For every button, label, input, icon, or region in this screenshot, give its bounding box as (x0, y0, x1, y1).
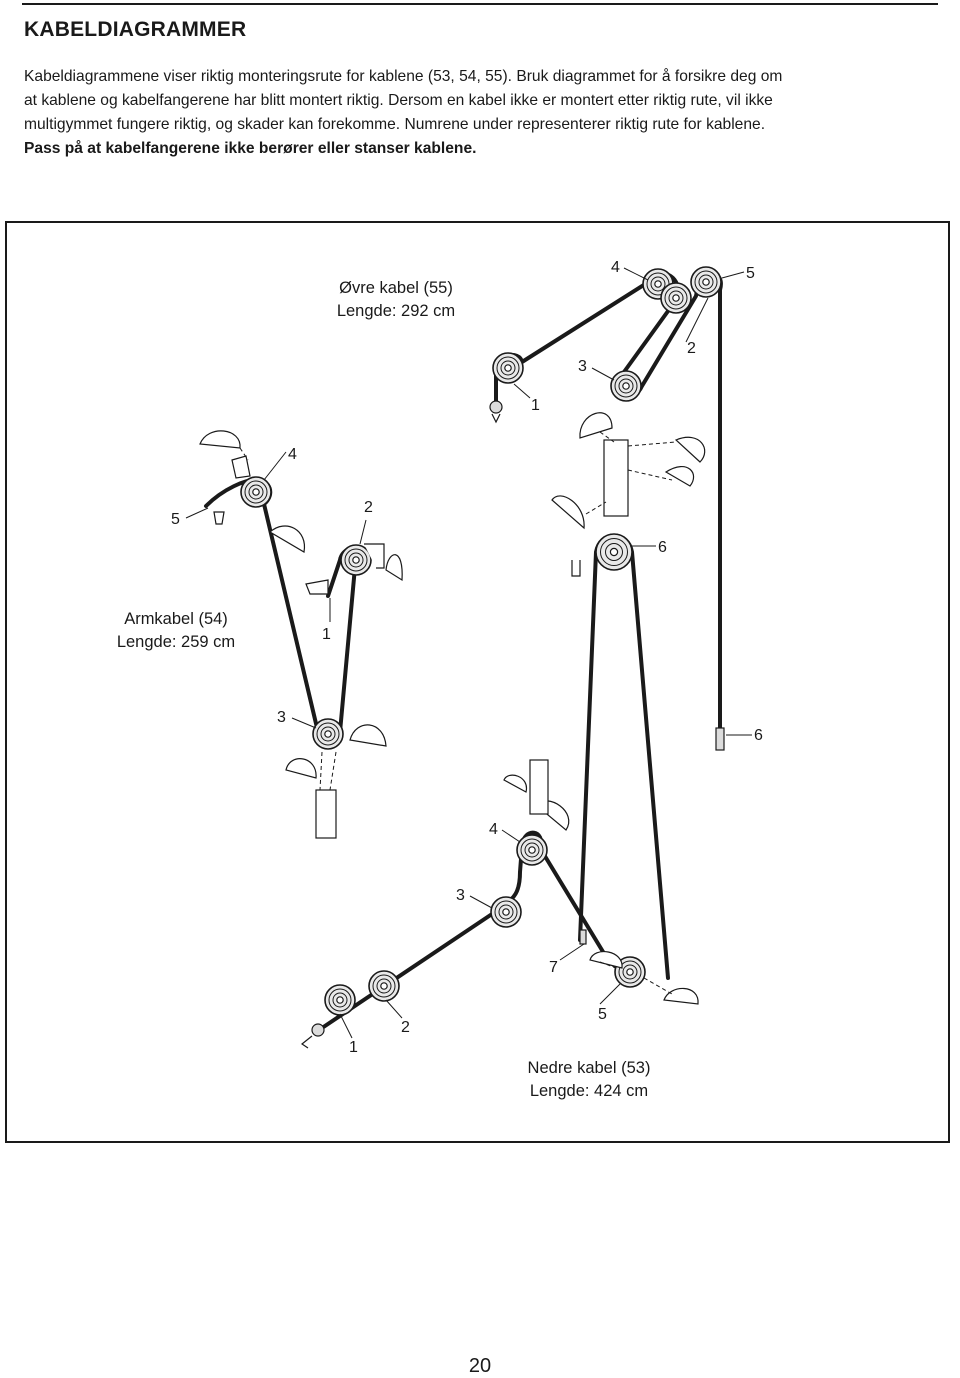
warning-text: Pass på at kabelfangerene ikke berører e… (24, 140, 477, 157)
route-label: 5 (746, 265, 755, 282)
leader-lines (339, 545, 656, 1039)
route-label: 1 (349, 1039, 358, 1056)
upper-cable-caption: Øvre kabel (55) Lengde: 292 cm (337, 279, 455, 320)
page-title: KABELDIAGRAMMER (24, 18, 247, 41)
bracket-clip-icon (364, 543, 385, 569)
route-label: 3 (578, 358, 587, 375)
route-label: 3 (456, 887, 465, 904)
arm-cable-path (204, 477, 359, 748)
route-label: 7 (549, 959, 558, 976)
upper-pulley-1 (492, 352, 524, 384)
pulley-bracket-icon (315, 789, 337, 839)
cable-guard-icon (674, 436, 706, 463)
arm-route-labels: 1 2 3 4 5 (171, 446, 373, 726)
ball-stop-icon (489, 400, 503, 414)
upper-route-labels: 1 2 3 4 5 6 (531, 259, 763, 744)
intro-line-3: multigymmet fungere riktig, og skader ka… (24, 116, 766, 133)
diagram-frame (5, 221, 950, 1143)
arm-pulley-3 (312, 718, 344, 750)
bracket-clip-icon (231, 455, 251, 479)
route-label: 2 (687, 340, 696, 357)
lower-pulley-3 (490, 896, 522, 928)
cable-guard-icon (268, 525, 306, 553)
assembly-lines (239, 447, 337, 791)
cable-guard-icon (503, 774, 527, 793)
arm-pulley-2 (340, 544, 372, 576)
route-label: 1 (322, 626, 331, 643)
lower-cable-path (314, 830, 642, 1034)
cable-guard-icon (285, 758, 317, 779)
lower-pulley-1 (324, 984, 356, 1016)
leader-lines (513, 267, 752, 736)
pulley-bracket-icon (603, 439, 629, 517)
cable-length: Lengde: 259 cm (117, 633, 235, 651)
route-label: 2 (401, 1019, 410, 1036)
bracket-clip-icon (305, 579, 329, 595)
route-label: 4 (489, 821, 498, 838)
lower-pulley-4 (516, 834, 548, 866)
cable-guard-icon (199, 430, 241, 449)
cable-guard-icon (349, 724, 387, 747)
upper-pulley-3 (610, 370, 642, 402)
cable-length: Lengde: 424 cm (530, 1082, 648, 1100)
lower-cable-diagram: 1 2 3 4 5 6 7 Nedre kabel (53) Lengde: 4… (300, 533, 699, 1100)
cable-length: Lengde: 292 cm (337, 302, 455, 320)
arm-cable-caption: Armkabel (54) Lengde: 259 cm (117, 610, 235, 651)
assembly-lines (585, 431, 677, 515)
page-number: 20 (468, 1355, 492, 1377)
route-label: 4 (288, 446, 297, 463)
cable-guard-icon (579, 412, 613, 439)
cable-name: Nedre kabel (53) (528, 1059, 651, 1077)
upper-pulley-5 (690, 266, 722, 298)
assembly-lines (599, 961, 673, 995)
lower-cable-caption: Nedre kabel (53) Lengde: 424 cm (528, 1059, 651, 1100)
cable-guard-icon (551, 495, 585, 530)
lower-cable-loop (578, 533, 670, 980)
lower-pulley-2 (368, 970, 400, 1002)
cable-name: Armkabel (54) (124, 610, 228, 628)
intro-paragraph: Kabeldiagrammene viser riktig monterings… (24, 65, 944, 161)
intro-line-1: Kabeldiagrammene viser riktig monterings… (24, 68, 783, 85)
ball-stop-icon (311, 1023, 325, 1037)
route-label: 1 (531, 397, 540, 414)
bracket-clip-icon (571, 560, 581, 577)
upper-pulley-4b (660, 282, 692, 314)
route-label: 4 (611, 259, 620, 276)
cable-hook-icon (300, 1035, 313, 1049)
threaded-end-icon (715, 727, 725, 751)
pulley-bracket-icon (529, 759, 549, 815)
cable-guard-icon (385, 554, 403, 582)
leader-lines (185, 451, 367, 729)
route-label: 5 (171, 511, 180, 528)
route-label: 3 (277, 709, 286, 726)
arm-cable-diagram: 1 2 3 4 5 Armkabel (54) Lengde: 259 cm (117, 430, 403, 839)
lower-route-labels: 1 2 3 4 5 6 7 (349, 539, 667, 1056)
route-label: 6 (754, 727, 763, 744)
cable-guard-icon (664, 465, 695, 487)
cable-guard-icon (663, 987, 699, 1005)
route-label: 6 (658, 539, 667, 556)
cable-name: Øvre kabel (55) (339, 279, 453, 297)
route-label: 2 (364, 499, 373, 516)
route-label: 5 (598, 1006, 607, 1023)
cable-guard-icon (589, 951, 623, 969)
bracket-clip-icon (213, 511, 225, 525)
lower-pulley-6 (595, 533, 633, 571)
upper-cable-diagram: 1 2 3 4 5 6 Øvre kabel (55) Lengde: 292 … (337, 259, 763, 751)
top-rule (22, 3, 938, 5)
arm-pulley-4 (240, 476, 272, 508)
intro-line-2: at kablene og kabelfangerene har blitt m… (24, 92, 773, 109)
cable-hook-icon (491, 413, 501, 424)
cable-end-icon (579, 929, 587, 945)
